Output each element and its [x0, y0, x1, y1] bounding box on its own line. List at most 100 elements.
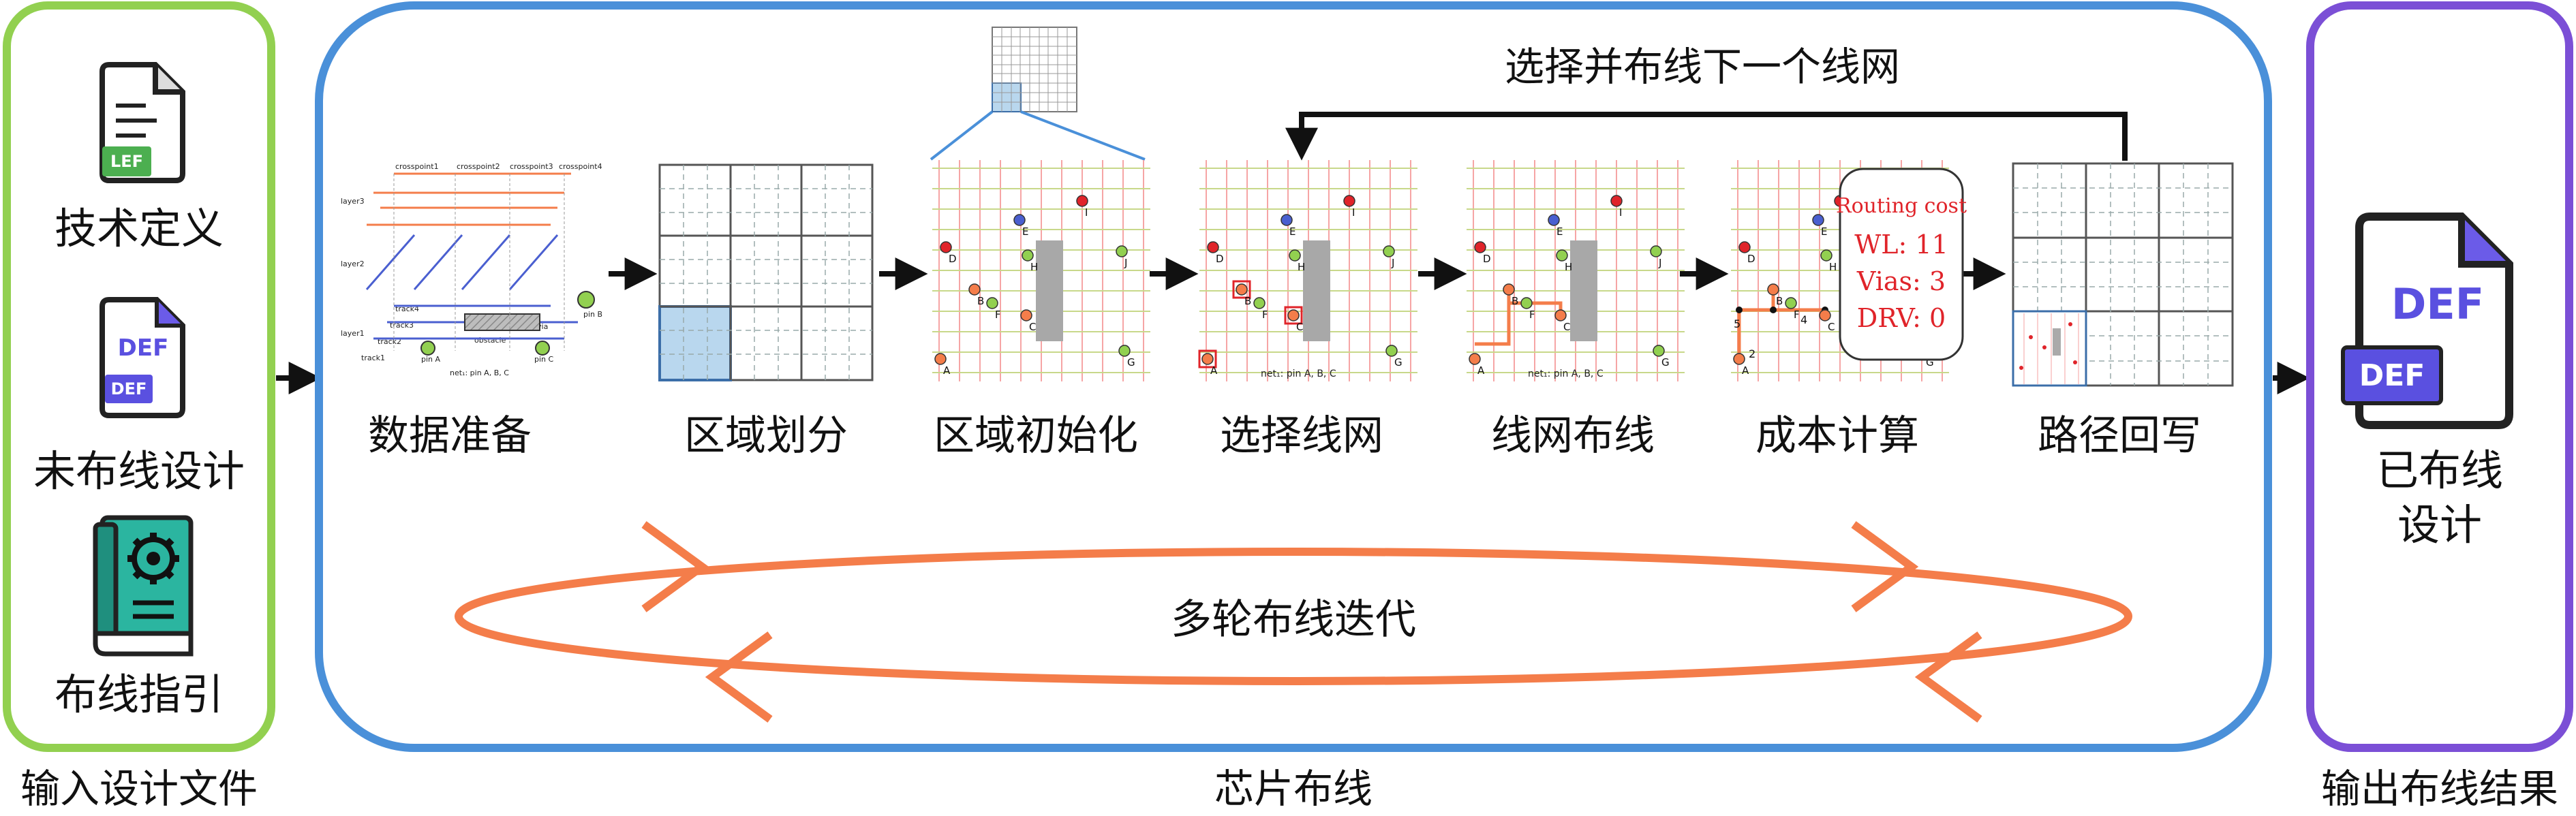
- pin-label: I: [1085, 206, 1088, 219]
- net-caption: net₁: pin A, B, C: [1528, 368, 1604, 379]
- pin-label: F: [1262, 309, 1268, 321]
- main-panel: 芯片布线 选择并布线下一个线网 crosspoint1 crosspoint2 …: [315, 1, 2272, 812]
- input-panel-caption: 输入设计文件: [20, 766, 258, 812]
- pin-c: [1287, 309, 1300, 321]
- pin-j: [1116, 245, 1128, 257]
- pin-c: [1020, 309, 1032, 321]
- pin-label: G: [1661, 356, 1670, 368]
- cost-vias: Vias: 3: [1856, 266, 1946, 296]
- pin-g: [1653, 345, 1665, 357]
- route-path: [1475, 289, 1563, 346]
- routed-def-file-icon: DEF DEF: [2341, 213, 2513, 429]
- pin-g: [1118, 345, 1131, 357]
- cost-mark: 5: [1734, 317, 1741, 330]
- pin-label: J: [1124, 257, 1127, 269]
- zoom-inset: [930, 27, 1146, 161]
- pin-label: E: [1821, 225, 1827, 238]
- pin-d: [940, 241, 952, 253]
- pin-f: [986, 297, 998, 309]
- pin-label: A: [1477, 364, 1485, 377]
- iteration-arrowhead-right-1: [641, 521, 709, 612]
- pin-label: B: [1512, 295, 1518, 307]
- pin-c: [1554, 309, 1567, 321]
- crosspoint-label-1: crosspoint1: [395, 162, 439, 171]
- pin-label: D: [1216, 253, 1224, 265]
- pin-label: H: [1030, 261, 1038, 273]
- pin-g: [1385, 345, 1398, 357]
- step-label-data-prep: 数据准备: [368, 412, 532, 460]
- data-prep-net-label: net₁: pin A, B, C: [450, 368, 509, 377]
- pin-label: A: [1742, 364, 1749, 377]
- guide-book-icon: [93, 515, 194, 657]
- cost-drv: DRV: 0: [1857, 303, 1946, 333]
- pin-label: G: [1127, 356, 1135, 368]
- iteration-arrowhead-left-1: [705, 631, 773, 723]
- cost-wl: WL: 11: [1854, 230, 1948, 260]
- selected-pin-marker: [1284, 306, 1303, 325]
- output-def-badge-small: DEF: [2359, 358, 2425, 393]
- pin-label: E: [1557, 225, 1563, 238]
- via-dot: [1770, 307, 1777, 313]
- iteration-arrowhead-left-2: [1914, 631, 1982, 723]
- track-label-1: track1: [361, 354, 385, 362]
- iteration-arrowhead-right-2: [1851, 521, 1919, 612]
- lef-badge: LEF: [110, 152, 143, 171]
- pin-h: [1820, 249, 1833, 262]
- pin-label: D: [1747, 253, 1755, 265]
- pin-a: [1733, 353, 1745, 365]
- output-label-line2: 设计: [2397, 500, 2482, 550]
- cost-mark: 2: [1749, 347, 1755, 360]
- step-label-writeback: 路径回写: [2038, 412, 2201, 460]
- pin-label: H: [1298, 261, 1305, 273]
- output-panel-caption: 输出布线结果: [2321, 766, 2558, 812]
- iteration-label: 多轮布线迭代: [1171, 596, 1416, 644]
- def-badge-top: DEF: [118, 334, 169, 362]
- pin-label: H: [1829, 261, 1837, 273]
- input-panel: LEF 技术定义 DEF DEF 未布线设计: [3, 1, 275, 812]
- pin-i: [1343, 195, 1355, 207]
- pin-f: [1785, 297, 1797, 309]
- pin-label: H: [1565, 261, 1572, 273]
- pin-f: [1520, 297, 1533, 309]
- feedback-label: 选择并布线下一个线网: [1505, 44, 1900, 90]
- pin-c: [1819, 309, 1831, 321]
- pin-label: B: [977, 295, 984, 307]
- pin-c-label: pin C: [534, 355, 554, 364]
- cost-mark: 4: [1800, 313, 1807, 326]
- step-label-cost: 成本计算: [1755, 412, 1919, 460]
- pin-b-label: pin B: [583, 310, 602, 319]
- pin-label: B: [1244, 295, 1251, 307]
- pin-label: G: [1394, 356, 1402, 368]
- pin-d: [1474, 241, 1486, 253]
- crosspoint-label-3: crosspoint3: [510, 162, 553, 171]
- pin-f: [1253, 297, 1266, 309]
- input-label-tech: 技术定义: [55, 204, 224, 253]
- routing-cost-box: Routing cost WL: 11 Vias: 3 DRV: 0: [1836, 168, 1967, 361]
- pin-label: E: [1289, 225, 1295, 238]
- pin-label: I: [1352, 206, 1355, 219]
- pin-label: B: [1776, 295, 1783, 307]
- pin-b: [1503, 283, 1515, 296]
- pin-label: C: [1029, 321, 1036, 333]
- pin-label: F: [1529, 309, 1535, 321]
- pin-h: [1022, 249, 1034, 262]
- pin-d: [1738, 241, 1751, 253]
- pin-label: J: [1391, 257, 1394, 269]
- region-partition-grid: [658, 163, 874, 381]
- writeback-grid: [2012, 162, 2234, 387]
- pin-label: C: [1828, 321, 1835, 333]
- output-def-badge-big: DEF: [2391, 279, 2484, 329]
- pin-label: C: [1563, 321, 1570, 333]
- pin-e: [1812, 214, 1824, 226]
- pin-a: [934, 353, 947, 365]
- pin-label: F: [1794, 309, 1800, 321]
- main-panel-caption: 芯片布线: [1214, 766, 1373, 812]
- pin-label: A: [943, 364, 951, 377]
- pin-a-label: pin A: [421, 355, 441, 364]
- pin-b: [1767, 283, 1779, 296]
- pin-label: D: [949, 253, 957, 265]
- iteration-loop: 多轮布线迭代: [455, 521, 2132, 723]
